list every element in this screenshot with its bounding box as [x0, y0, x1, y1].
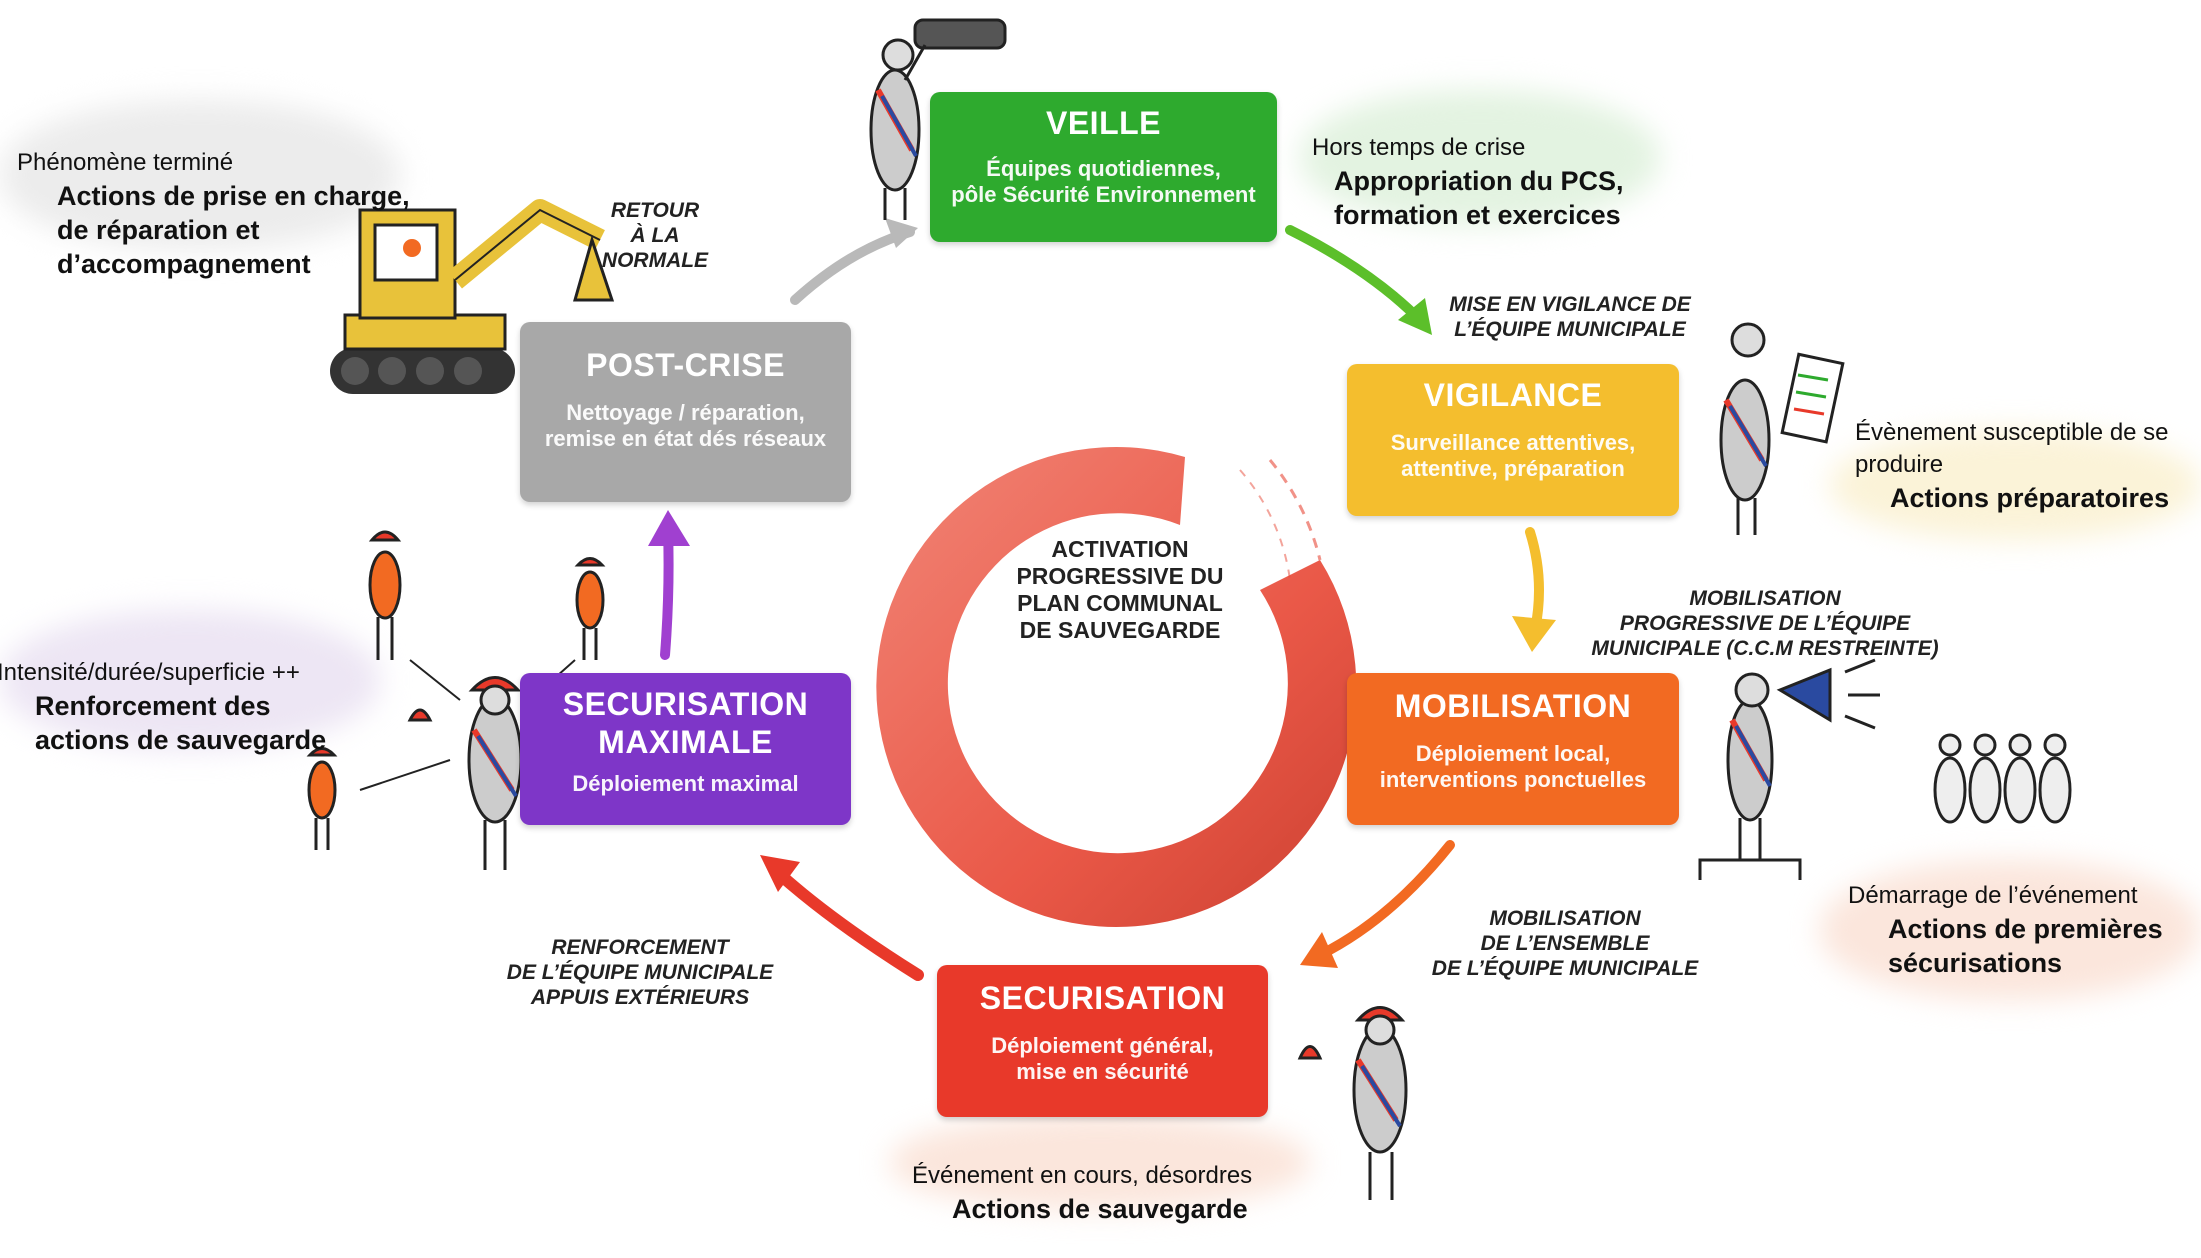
- mayor-binoculars-figure: [869, 18, 1007, 220]
- transition-renforcement: RENFORCEMENT DE L’ÉQUIPE MUNICIPALE APPU…: [506, 936, 774, 1009]
- note-actions: Actions de premières sécurisations: [1888, 914, 2163, 978]
- arrow-vigilance-mobilisation: [1512, 527, 1556, 652]
- mayor-siren-figure: [1297, 1006, 1408, 1200]
- arrow-mobilisation-securisation: [1300, 840, 1455, 968]
- phase-description: Déploiement maximal: [572, 771, 799, 796]
- note-actions: Renforcement des actions de sauvegarde: [35, 691, 327, 755]
- phase-title: MOBILISATION: [1394, 688, 1632, 724]
- phase-securisation-maximale: SECURISATION MAXIMALE Déploiement maxima…: [520, 673, 851, 825]
- note-actions: Actions préparatoires: [1890, 483, 2170, 513]
- note-actions: Actions de sauvegarde: [952, 1194, 1248, 1224]
- phase-title: VIGILANCE: [1423, 377, 1603, 413]
- arrow-veille-vigilance: [1285, 225, 1432, 335]
- note-backdrop: [1830, 430, 2200, 540]
- pcs-cycle-diagram: ACTIVATION PROGRESSIVE DU PLAN COMMUNAL …: [0, 18, 2201, 1224]
- phase-description: Nettoyage / réparation, remise en état d…: [544, 400, 827, 451]
- phase-title: VEILLE: [1045, 105, 1161, 141]
- phase-post-crise: POST-CRISE Nettoyage / réparation, remis…: [520, 322, 851, 502]
- note-context: Phénomène terminé: [17, 149, 234, 176]
- arrow-secmax-postcrise: [648, 510, 690, 660]
- phase-description: Déploiement local, interventions ponctue…: [1379, 741, 1647, 792]
- phase-description: Déploiement général, mise en sécurité: [991, 1033, 1214, 1084]
- diagram-graphics: [306, 18, 2072, 1200]
- activation-wheel: [876, 446, 1357, 927]
- phase-title: SECURISATION: [979, 980, 1226, 1016]
- phase-description: Surveillance attentives, attentive, prép…: [1390, 430, 1636, 481]
- phase-vigilance: VIGILANCE Surveillance attentives, atten…: [1347, 364, 1679, 516]
- note-actions: Actions de prise en charge, de réparatio…: [57, 181, 410, 279]
- note-context: Événement en cours, désordres: [912, 1162, 1253, 1189]
- note-hors-crise: Hors temps de crise Appropriation du PCS…: [1312, 100, 1732, 264]
- note-actions: Appropriation du PCS, formation et exerc…: [1334, 166, 1624, 230]
- excavator-illustration: [330, 199, 615, 394]
- note-backdrop: [0, 610, 380, 750]
- transition-mobilisation-ensemble: MOBILISATION DE L’ENSEMBLE DE L’ÉQUIPE M…: [1431, 907, 1699, 980]
- arrow-securisation-secmax: [760, 855, 924, 981]
- phase-veille: VEILLE Équipes quotidiennes, pôle Sécuri…: [930, 92, 1277, 242]
- note-en-cours: Événement en cours, désordres Actions de…: [912, 1128, 1292, 1258]
- arrow-retour: [790, 218, 918, 305]
- phase-title: POST-CRISE: [586, 347, 785, 383]
- phase-mobilisation: MOBILISATION Déploiement local, interven…: [1347, 673, 1679, 825]
- note-context: Démarrage de l’événement: [1848, 882, 2138, 909]
- crowd-icon: [1933, 733, 2072, 824]
- note-demarrage: Démarrage de l’événement Actions de prem…: [1848, 848, 2201, 1012]
- activation-label: ACTIVATION PROGRESSIVE DU PLAN COMMUNAL …: [1016, 536, 1224, 643]
- note-backdrop: [0, 100, 400, 250]
- mayor-team-figures: [306, 530, 606, 870]
- phase-title: SECURISATION MAXIMALE: [562, 686, 809, 760]
- mayor-checklist-figure: [1719, 322, 1845, 535]
- transition-vigilance: MISE EN VIGILANCE DE L’ÉQUIPE MUNICIPALE: [1449, 293, 1691, 341]
- note-evenement: Évènement susceptible de se produire Act…: [1855, 385, 2201, 547]
- note-context: Évènement susceptible de se produire: [1855, 419, 2169, 478]
- phase-description: Équipes quotidiennes, pôle Sécurité Envi…: [951, 156, 1256, 207]
- note-context: Hors temps de crise: [1312, 134, 1526, 161]
- transition-mobilisation-progressive: MOBILISATION PROGRESSIVE DE L’ÉQUIPE MUN…: [1591, 587, 1939, 660]
- note-intensite: Intensité/durée/superficie ++ Renforceme…: [0, 625, 377, 789]
- phase-securisation: SECURISATION Déploiement général, mise e…: [937, 965, 1268, 1117]
- note-context: Intensité/durée/superficie ++: [0, 659, 300, 686]
- transition-retour: RETOUR À LA NORMALE: [601, 199, 709, 272]
- note-backdrop: [890, 1115, 1310, 1210]
- note-termine: Phénomène terminé Actions de prise en ch…: [17, 115, 487, 313]
- note-backdrop: [1820, 860, 2200, 1000]
- mayor-megaphone-figure: [1698, 658, 1880, 880]
- note-backdrop: [1300, 90, 1660, 225]
